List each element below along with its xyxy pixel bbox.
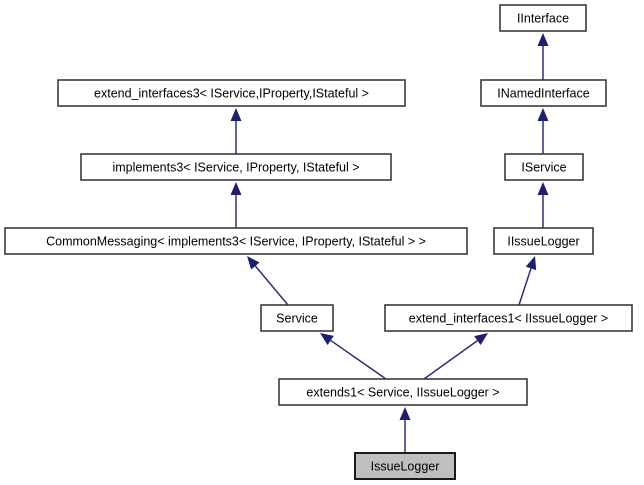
class-node-box[interactable] [499,4,587,32]
inheritance-arrowhead-icon [399,407,411,420]
class-node-box[interactable] [278,378,528,406]
inheritance-edge [423,333,488,380]
class-node-inamedinterface[interactable]: INamedInterface [480,79,607,107]
class-node-service[interactable]: Service [260,304,334,332]
class-node-label: IInterface [517,11,569,25]
inheritance-arrowhead-icon [537,182,549,195]
inheritance-arrowhead-icon [230,182,242,195]
class-node-label: CommonMessaging< implements3< IService, … [46,234,426,248]
class-node-box[interactable] [80,153,392,181]
inheritance-arrowhead-icon [537,33,549,46]
class-node-box[interactable] [493,227,594,255]
inheritance-arrowhead-icon [525,256,537,271]
class-node-box[interactable] [480,79,607,107]
inheritance-edge [247,256,289,306]
edge-line [423,339,478,380]
nodes-layer: IInterface extend_interfaces3< IService,I… [4,4,633,480]
class-node-extend_interfaces1[interactable]: extend_interfaces1< IIssueLogger > [384,304,633,332]
class-node-box[interactable] [504,153,584,181]
inheritance-edge [537,108,549,154]
class-node-box[interactable] [260,304,334,332]
inheritance-edge [537,33,549,80]
class-node-box[interactable] [354,452,456,480]
class-node-extends1[interactable]: extends1< Service, IIssueLogger > [278,378,528,406]
inheritance-arrowhead-icon [320,333,334,345]
edge-line [254,265,289,306]
inheritance-arrowhead-icon [537,108,549,121]
inheritance-edge [230,182,242,228]
class-node-label: extends1< Service, IIssueLogger > [306,385,499,399]
class-node-label: IService [521,160,566,174]
class-node-issuelogger[interactable]: IssueLogger [354,452,456,480]
class-node-label: IIssueLogger [507,234,579,248]
inheritance-arrowhead-icon [474,333,488,346]
class-node-iissuelogger[interactable]: IIssueLogger [493,227,594,255]
edges-layer [230,33,549,453]
edge-line [330,339,387,380]
inheritance-arrowhead-icon [230,108,242,121]
class-node-label: extend_interfaces1< IIssueLogger > [409,311,608,325]
class-node-iinterface[interactable]: IInterface [499,4,587,32]
inheritance-edge [320,333,387,380]
class-node-label: INamedInterface [497,86,589,100]
class-node-iservice[interactable]: IService [504,153,584,181]
class-node-label: implements3< IService, IProperty, IState… [112,160,359,174]
inheritance-edge [230,108,242,154]
class-node-box[interactable] [4,227,468,255]
class-node-label: extend_interfaces3< IService,IProperty,I… [94,86,369,100]
class-node-commonmessaging[interactable]: CommonMessaging< implements3< IService, … [4,227,468,255]
inheritance-edge [537,182,549,228]
class-node-box[interactable] [57,79,406,107]
class-node-label: IssueLogger [371,459,440,473]
inheritance-edge [399,407,411,453]
class-node-extend_interfaces3[interactable]: extend_interfaces3< IService,IProperty,I… [57,79,406,107]
inheritance-arrowhead-icon [247,256,260,270]
class-node-implements3[interactable]: implements3< IService, IProperty, IState… [80,153,392,181]
class-node-label: Service [276,311,318,325]
inheritance-edge [518,256,537,306]
edge-line [518,268,532,306]
class-node-box[interactable] [384,304,633,332]
